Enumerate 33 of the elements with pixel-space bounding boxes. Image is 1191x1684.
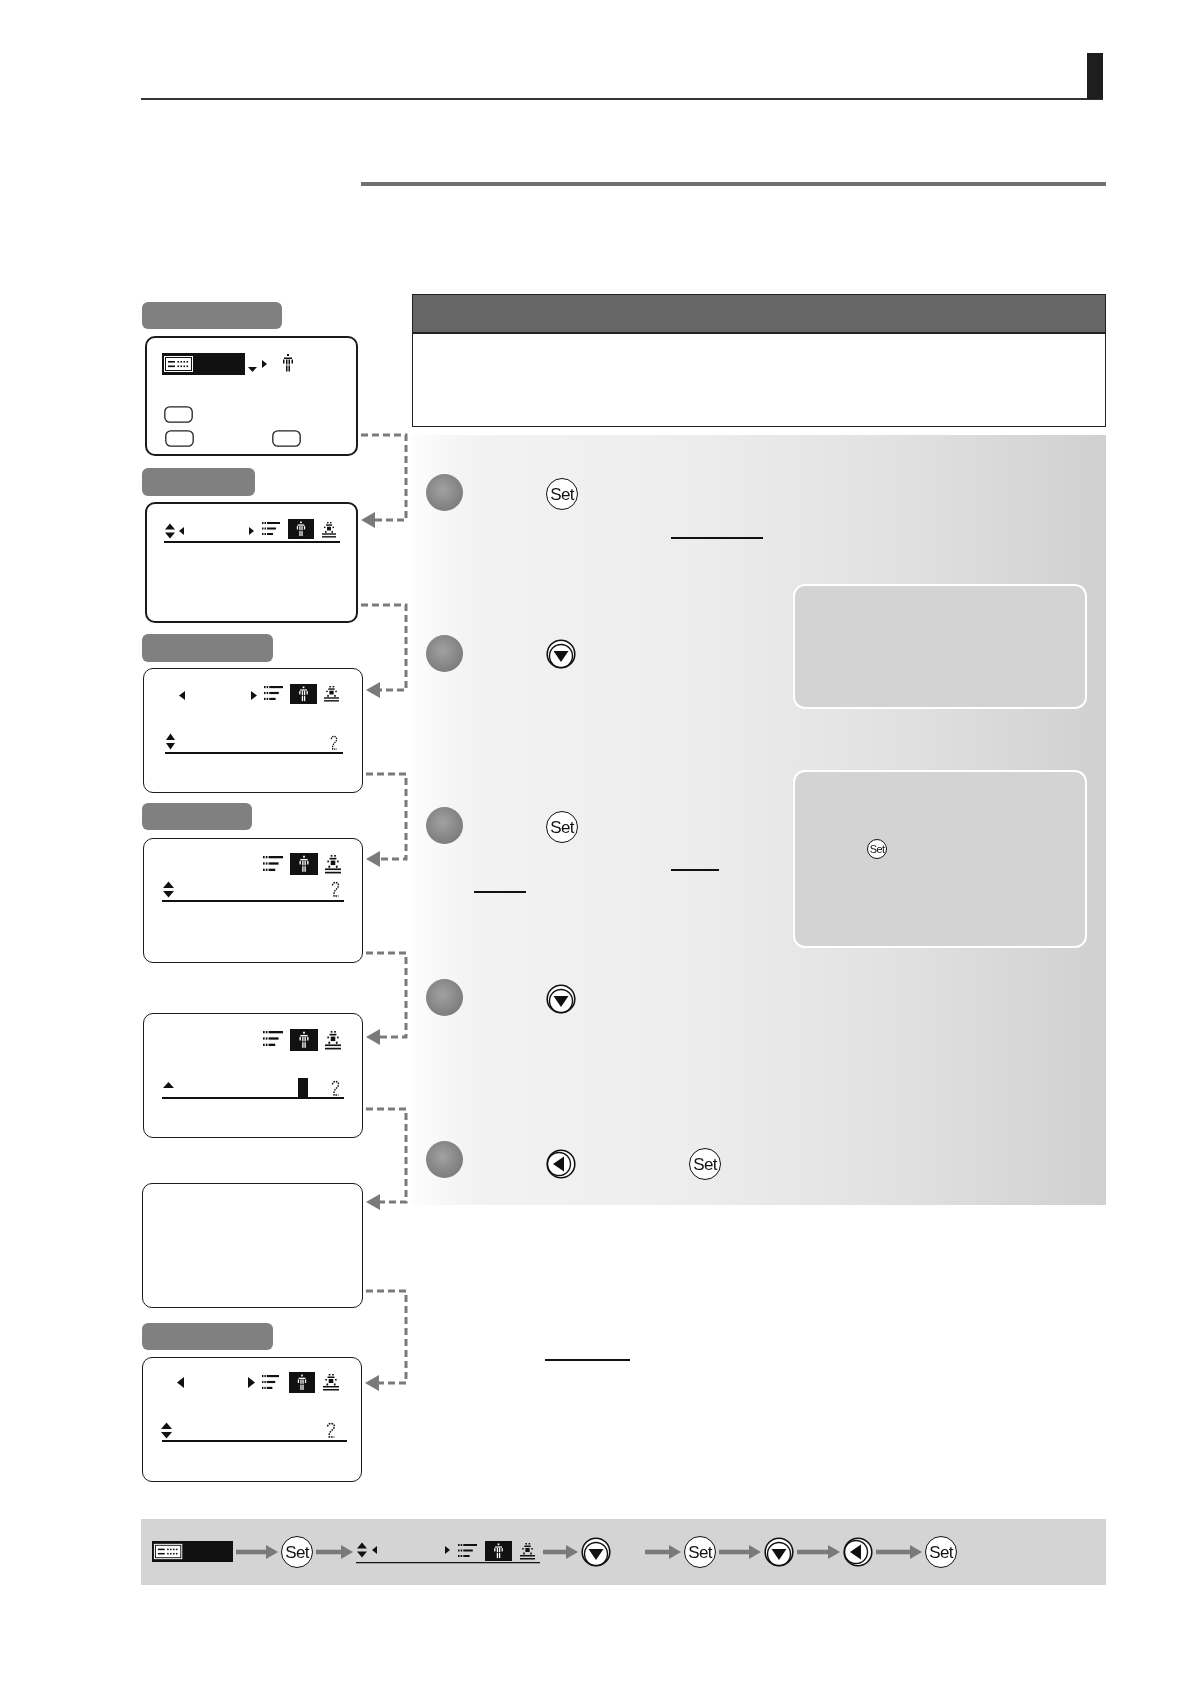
dashed-arrow bbox=[366, 1107, 408, 1210]
menu-bar-icon bbox=[152, 1541, 233, 1562]
tab-banner bbox=[142, 1323, 273, 1350]
dashed-arrow bbox=[361, 433, 408, 528]
arrow bbox=[316, 1545, 353, 1559]
lcd-screen bbox=[145, 336, 358, 456]
dashed-arrow bbox=[361, 603, 408, 698]
left-button-icon bbox=[546, 1149, 576, 1179]
arrow bbox=[719, 1545, 761, 1559]
arrow bbox=[543, 1545, 578, 1559]
lcd-line-picture bbox=[356, 1540, 540, 1565]
arrow bbox=[797, 1545, 840, 1559]
down-button-icon bbox=[581, 1537, 611, 1567]
tab-banner bbox=[142, 803, 252, 830]
lcd-screen bbox=[145, 502, 358, 623]
left-button-icon bbox=[843, 1537, 873, 1567]
down-button-icon bbox=[764, 1537, 794, 1567]
arrow bbox=[645, 1545, 681, 1559]
lcd-screen bbox=[143, 838, 363, 963]
tab-banner bbox=[142, 634, 273, 662]
lcd-screen bbox=[143, 668, 363, 793]
tab-banner bbox=[142, 468, 255, 496]
lcd-screen bbox=[142, 1183, 363, 1308]
dashed-arrow bbox=[365, 1289, 408, 1391]
arrow bbox=[876, 1545, 922, 1559]
lcd-screen bbox=[142, 1357, 362, 1482]
dashed-arrow bbox=[366, 951, 408, 1045]
down-button-icon bbox=[546, 639, 576, 669]
down-button-icon bbox=[546, 984, 576, 1014]
arrow bbox=[236, 1545, 278, 1559]
lcd-screen bbox=[143, 1013, 363, 1138]
tab-banner bbox=[142, 302, 282, 329]
dashed-arrow bbox=[366, 772, 408, 867]
